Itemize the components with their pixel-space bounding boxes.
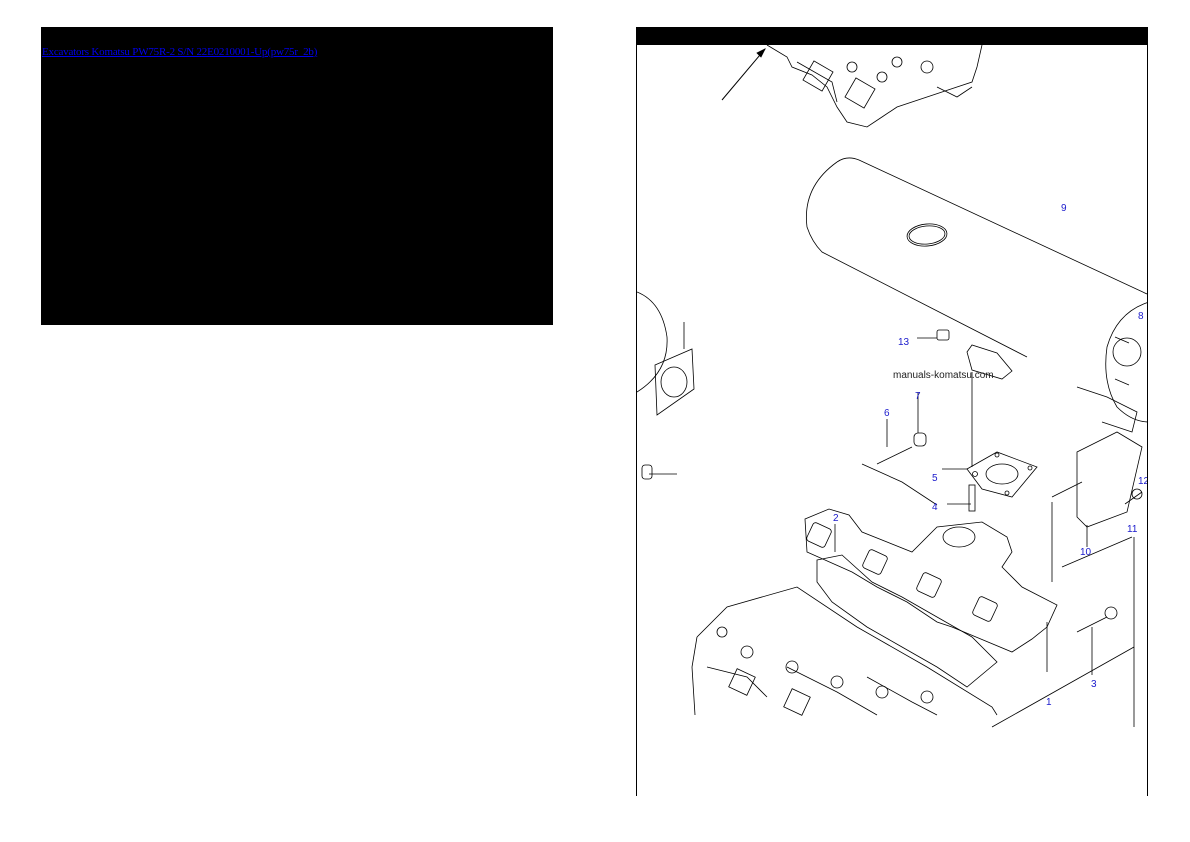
callout-9[interactable]: 9 xyxy=(1061,203,1067,214)
parts-diagram: 1 2 3 4 5 6 7 8 9 10 11 12 13 manuals-ko… xyxy=(636,27,1148,796)
callout-12[interactable]: 12 xyxy=(1138,476,1147,487)
callout-13[interactable]: 13 xyxy=(898,337,910,348)
callout-7[interactable]: 7 xyxy=(915,391,921,402)
callout-10[interactable]: 10 xyxy=(1080,547,1092,558)
callout-6[interactable]: 6 xyxy=(884,408,890,419)
model-title-link[interactable]: Excavators Komatsu PW75R-2 S/N 22E021000… xyxy=(42,46,318,58)
callout-3[interactable]: 3 xyxy=(1091,679,1097,690)
exhaust-manifold-muffler-drawing xyxy=(637,44,1147,728)
callout-2[interactable]: 2 xyxy=(833,513,839,524)
watermark-text: manuals-komatsu.com xyxy=(893,370,994,381)
callout-4[interactable]: 4 xyxy=(932,502,938,513)
callout-11[interactable]: 11 xyxy=(1127,524,1138,535)
callout-8[interactable]: 8 xyxy=(1138,311,1144,322)
diagram-header-bar xyxy=(637,27,1147,45)
title-panel: Excavators Komatsu PW75R-2 S/N 22E021000… xyxy=(41,27,553,325)
callout-1[interactable]: 1 xyxy=(1046,697,1052,708)
callout-5[interactable]: 5 xyxy=(932,473,938,484)
